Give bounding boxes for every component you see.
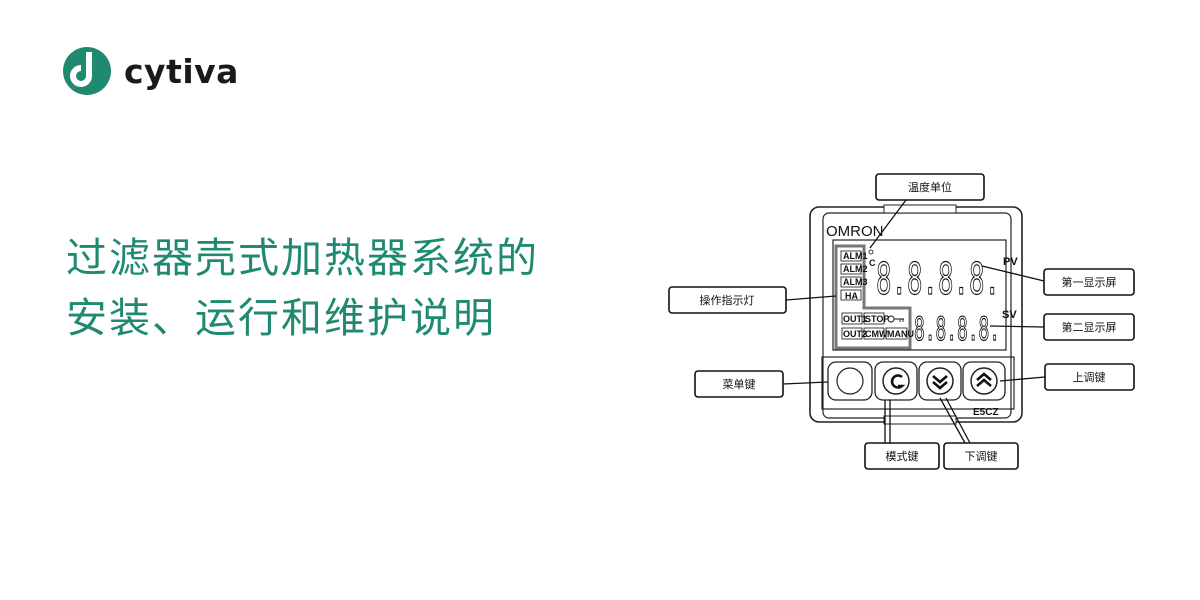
callout-first-display: 第一显示屏: [1043, 268, 1135, 296]
callout-down-key: 下调键: [943, 442, 1019, 470]
chevron-up-icon: [976, 372, 992, 387]
brand-logo: cytiva: [62, 46, 239, 96]
svg-text:下调键: 下调键: [965, 449, 998, 463]
title-line-1: 过滤器壳式加热器系统的: [66, 234, 539, 282]
indicator-alm2: ALM2: [843, 264, 868, 274]
indicator-out1: OUT1: [843, 314, 867, 324]
callout-second-display: 第二显示屏: [1043, 313, 1135, 341]
indicator-cmw: CMW: [865, 329, 888, 339]
bottom-indicators: OUT1 STOP OUT2 CMW MANU: [841, 312, 914, 340]
svg-text:温度单位: 温度单位: [908, 180, 952, 194]
callout-temperature-unit: 温度单位: [875, 173, 985, 201]
callout-up-key: 上调键: [1044, 363, 1135, 391]
indicator-stop: STOP: [865, 314, 889, 324]
mode-key-button[interactable]: [874, 361, 918, 401]
pv-label: PV: [1003, 256, 1018, 268]
down-key-button[interactable]: [918, 361, 962, 401]
svg-text:第二显示屏: 第二显示屏: [1062, 320, 1117, 334]
key-lock-icon: [887, 315, 904, 323]
indicator-ha: HA: [845, 291, 858, 301]
up-key-button[interactable]: [962, 361, 1006, 401]
left-indicators: ALM1 ALM2 ALM3 HA: [840, 250, 868, 301]
display-window: [832, 239, 1007, 351]
svg-text:操作指示灯: 操作指示灯: [700, 293, 755, 307]
indicator-manu: MANU: [887, 329, 914, 339]
callout-indicator-lights: 操作指示灯: [668, 286, 787, 314]
bottom-clip: [883, 415, 957, 425]
indicator-alm1: ALM1: [843, 251, 868, 261]
sv-label: SV: [1002, 309, 1017, 321]
callout-mode-key: 模式键: [864, 442, 940, 470]
callout-menu-key: 菜单键: [694, 370, 784, 398]
temperature-unit-icon: C: [868, 249, 876, 268]
svg-text:C: C: [869, 258, 876, 268]
svg-text:第一显示屏: 第一显示屏: [1062, 275, 1117, 289]
svg-text:模式键: 模式键: [886, 449, 919, 463]
cytiva-logo-icon: [63, 47, 111, 95]
menu-key-button[interactable]: [827, 361, 873, 401]
indicator-alm3: ALM3: [843, 277, 868, 287]
pv-display: 8.8.8.8.: [876, 254, 1000, 305]
maker-label: OMRON: [826, 223, 884, 240]
top-clip: [883, 204, 957, 214]
brand-name: cytiva: [124, 51, 239, 91]
svg-text:菜单键: 菜单键: [723, 377, 756, 391]
callout-leaders: [782, 199, 1046, 444]
mode-cycle-icon: [890, 374, 906, 389]
key-row-frame: [821, 356, 1015, 410]
svg-text:上调键: 上调键: [1073, 370, 1106, 384]
sv-display: 8.8.8.8.: [914, 310, 1000, 348]
indicator-group-outline: [834, 244, 912, 350]
model-label: E5CZ: [973, 407, 999, 418]
title-line-2: 安装、运行和维护说明: [66, 294, 496, 342]
page-title: 过滤器壳式加热器系统的 安装、运行和维护说明: [66, 228, 539, 348]
chevron-down-icon: [932, 375, 948, 390]
indicator-out2: OUT2: [843, 329, 867, 339]
